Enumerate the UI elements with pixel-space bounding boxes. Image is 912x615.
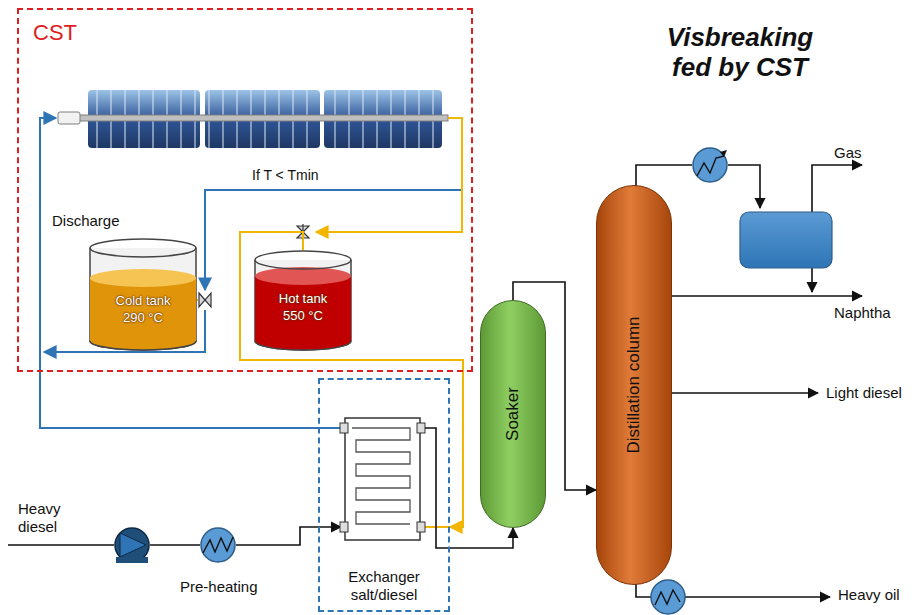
bypass-condition: If T < Tmin bbox=[252, 166, 319, 184]
salt-pipes bbox=[316, 118, 462, 232]
solar-collector bbox=[58, 112, 80, 124]
pump-symbol bbox=[116, 557, 148, 563]
product-name: Light diesel bbox=[826, 384, 902, 402]
cold-tank: Cold tank290 °C bbox=[88, 238, 198, 352]
pump-symbol bbox=[115, 528, 149, 562]
diagram-title: Visbreaking fed by CST bbox=[645, 22, 835, 82]
product-lines bbox=[812, 165, 862, 212]
feed-name: Heavy diesel bbox=[18, 500, 78, 536]
heat-exchanger bbox=[340, 522, 348, 532]
tank-shape bbox=[90, 239, 196, 257]
heater-symbol bbox=[203, 537, 233, 553]
heat-exchanger bbox=[352, 428, 410, 524]
product-lines bbox=[672, 295, 862, 297]
reboiler-symbol bbox=[651, 580, 685, 614]
region-name: Exchanger salt/diesel bbox=[328, 568, 440, 604]
heater-symbol bbox=[201, 528, 235, 562]
salt-pipes bbox=[424, 526, 450, 528]
pump-symbol bbox=[120, 533, 146, 557]
heat-exchanger bbox=[340, 418, 450, 548]
heat-exchanger bbox=[345, 418, 420, 540]
tank-name: Cold tank bbox=[88, 292, 198, 309]
product-lines bbox=[672, 392, 818, 394]
pump-symbol bbox=[115, 528, 149, 563]
product-lines bbox=[685, 596, 830, 598]
soaker-vessel: Soaker bbox=[480, 300, 546, 528]
condenser-symbol bbox=[693, 148, 727, 182]
three-way-valve bbox=[199, 293, 211, 307]
solar-collector bbox=[58, 90, 448, 148]
tank-temperature: 290 °C bbox=[88, 309, 198, 326]
tank-liquid bbox=[90, 269, 196, 287]
heater-symbol bbox=[201, 528, 235, 562]
product-name: Gas bbox=[834, 144, 862, 162]
exchanger-region: Exchanger salt/diesel bbox=[318, 378, 450, 612]
flow-connector bbox=[450, 528, 513, 548]
solar-collector bbox=[62, 115, 448, 121]
vessel-name: Distillation column bbox=[624, 317, 644, 454]
feed-line bbox=[8, 544, 114, 546]
tank-label: Cold tank290 °C bbox=[88, 292, 198, 326]
condenser-symbol bbox=[720, 150, 727, 157]
separator-drum bbox=[740, 212, 832, 268]
condenser-symbol bbox=[697, 156, 724, 176]
heat-exchanger bbox=[425, 428, 450, 548]
product-name: Heavy oil bbox=[838, 586, 900, 604]
tank-name: Hot tank bbox=[253, 290, 353, 307]
reboiler-symbol bbox=[655, 590, 680, 605]
cst-region: CST Cold tank290 °C Hot tank550 °C bbox=[17, 8, 473, 372]
hot-tank: Hot tank550 °C bbox=[253, 250, 353, 352]
tank-shape bbox=[90, 341, 196, 350]
heat-exchanger bbox=[417, 423, 425, 433]
product-lines bbox=[636, 583, 651, 597]
reboiler-symbol bbox=[651, 580, 685, 614]
tank-caption: Discharge bbox=[52, 212, 120, 230]
salt-pipes bbox=[205, 190, 462, 290]
tank-temperature: 550 °C bbox=[253, 307, 353, 324]
feed-line bbox=[8, 527, 341, 545]
product-lines bbox=[811, 268, 813, 292]
feed-line bbox=[150, 544, 200, 546]
three-way-valve bbox=[302, 224, 303, 232]
region-name: CST bbox=[33, 20, 77, 46]
tank-shape bbox=[255, 341, 351, 350]
heat-exchanger bbox=[340, 423, 348, 433]
separator-drum bbox=[740, 212, 832, 268]
tank-shape bbox=[255, 251, 351, 269]
vessel-name: Soaker bbox=[503, 387, 523, 441]
product-name: Naphtha bbox=[834, 304, 891, 322]
tank-label: Hot tank550 °C bbox=[253, 290, 353, 324]
feed-line bbox=[236, 527, 341, 545]
salt-pipes bbox=[197, 299, 198, 301]
product-lines bbox=[636, 165, 692, 187]
heat-exchanger bbox=[417, 522, 425, 532]
distillation-column: Distillation column bbox=[596, 185, 672, 585]
equipment-name: Pre-heating bbox=[180, 578, 258, 596]
condenser-symbol bbox=[693, 148, 727, 182]
product-lines bbox=[728, 165, 760, 208]
